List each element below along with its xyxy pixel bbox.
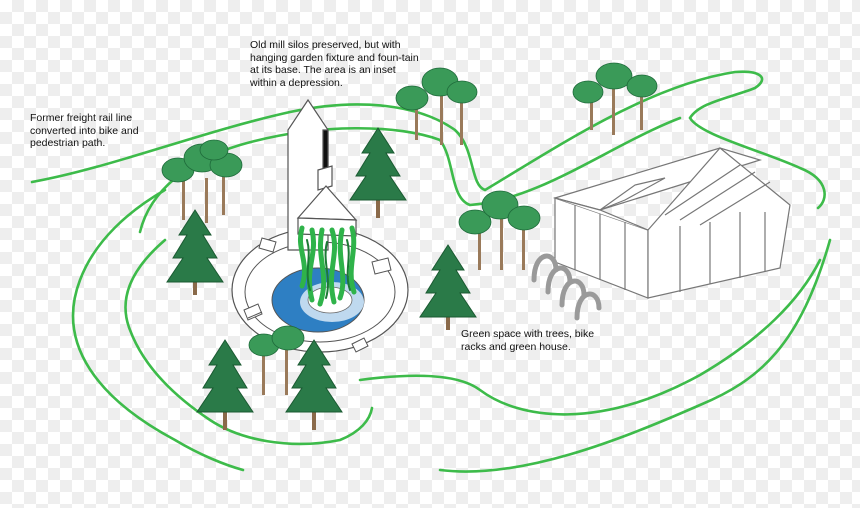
bike-racks <box>531 253 602 321</box>
bike-path <box>30 70 832 473</box>
conifer-tree <box>285 339 343 430</box>
deciduous-tree-cluster <box>458 190 541 270</box>
bike-path-outer-top <box>30 70 826 210</box>
hanging-garden-dark <box>306 239 351 299</box>
hanging-garden <box>298 225 357 307</box>
rail-line-annotation: Former freight rail line converted into … <box>30 112 139 149</box>
trees <box>161 62 658 430</box>
conifer-tree <box>419 244 477 330</box>
conifer-tree <box>349 127 407 218</box>
conifer-tree <box>166 209 224 295</box>
silo-annotation: Old mill silos preserved, but with hangi… <box>250 39 419 89</box>
bike-path-outer-bottom <box>71 188 245 472</box>
bike-path-bottom-curve <box>438 238 832 473</box>
deciduous-tree-cluster <box>161 139 243 223</box>
deciduous-tree-cluster <box>395 67 478 145</box>
green-space-annotation: Green space with trees, bike racks and g… <box>461 328 595 353</box>
bike-path-inner-bottom <box>124 238 374 446</box>
bike-path-right-loop <box>358 258 822 416</box>
deciduous-tree-cluster <box>572 62 658 135</box>
conifer-tree <box>196 339 254 430</box>
greenhouse <box>552 147 791 299</box>
deciduous-tree-cluster <box>248 325 305 395</box>
